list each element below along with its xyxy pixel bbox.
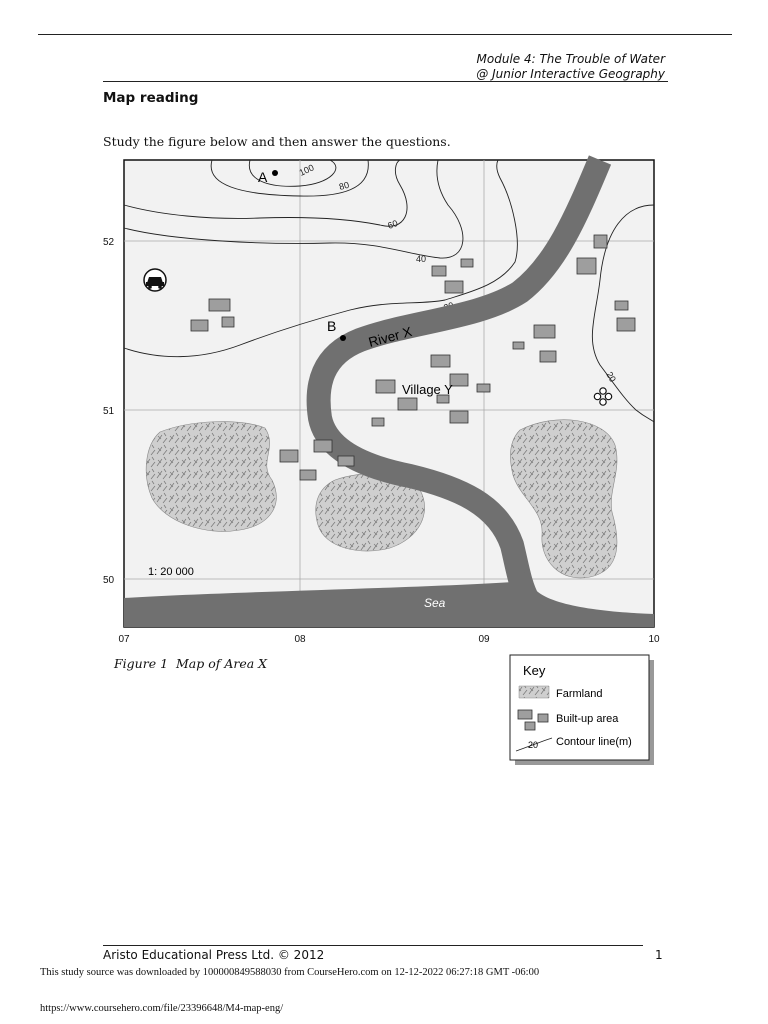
northing-labels: 52 51 50: [103, 237, 115, 586]
key-built-up-swatch: [517, 709, 533, 720]
contour-label-60: 60: [386, 218, 399, 231]
contour-label-40: 40: [416, 254, 426, 264]
easting-10: 10: [648, 634, 660, 645]
key-title: Key: [523, 663, 546, 678]
key-farmland-swatch: [518, 685, 550, 699]
map-scale: 1: 20 000: [148, 566, 194, 578]
publisher-credit: Aristo Educational Press Ltd. © 2012: [103, 948, 325, 962]
clover-symbol-icon: [593, 387, 613, 406]
car-symbol-icon: [143, 268, 167, 292]
village-label: Village Y: [402, 382, 453, 397]
contour-label-20-east: 20: [604, 370, 618, 384]
farmland-east: [510, 419, 618, 579]
northing-51: 51: [103, 406, 115, 417]
section-title: Map reading: [103, 90, 199, 106]
download-notice: This study source was downloaded by 1000…: [40, 967, 540, 978]
farmland-areas: [145, 419, 618, 579]
key-contour-sample: 20: [528, 740, 538, 750]
map-key: Key Farmland Built-up area 20 Contour li…: [509, 654, 654, 765]
point-b-label: B: [327, 318, 336, 334]
northing-52: 52: [103, 237, 115, 248]
series-title: @ Junior Interactive Geography: [476, 67, 665, 81]
key-contour-label: Contour line(m): [556, 736, 632, 748]
key-built-up-label: Built-up area: [556, 713, 619, 725]
contour-lines: [123, 159, 655, 423]
module-title: Module 4: The Trouble of Water: [476, 52, 665, 66]
northing-50: 50: [103, 575, 115, 586]
figure-caption: Figure 1 Map of Area X: [114, 656, 268, 671]
built-up-areas: [190, 234, 636, 481]
point-a-label: A: [258, 169, 268, 185]
sea-label: Sea: [424, 596, 446, 610]
key-farmland-label: Farmland: [556, 688, 602, 700]
footer-rule: [103, 945, 643, 946]
key-contour-swatch: [515, 737, 553, 752]
river-x: [306, 155, 612, 606]
easting-labels: 07 08 09 10: [118, 634, 660, 645]
top-rule: [38, 34, 732, 35]
easting-09: 09: [478, 634, 490, 645]
sea: [124, 571, 654, 627]
header-rule: [103, 81, 668, 82]
page-number: 1: [655, 948, 663, 962]
farmland-west: [145, 421, 277, 532]
easting-07: 07: [118, 634, 130, 645]
point-b-dot: [340, 335, 346, 341]
point-a-dot: [272, 170, 278, 176]
easting-08: 08: [294, 634, 306, 645]
contour-label-80: 80: [338, 180, 350, 192]
source-url-link[interactable]: https://www.coursehero.com/file/23396648…: [40, 1003, 284, 1014]
instruction-text: Study the figure below and then answer t…: [103, 134, 451, 149]
